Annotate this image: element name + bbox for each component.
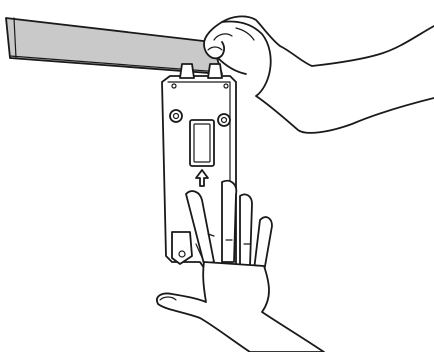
upper-hand [204, 16, 434, 133]
